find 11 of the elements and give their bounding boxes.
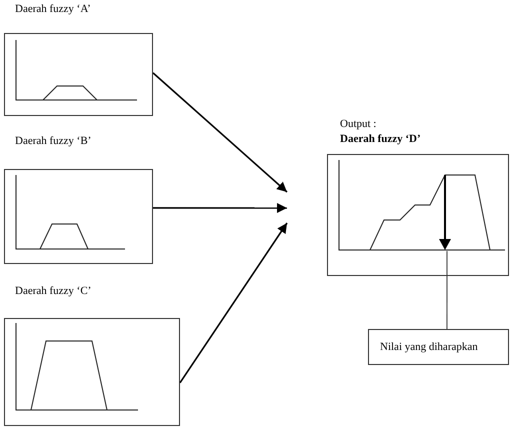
- arrow: [152, 72, 288, 193]
- arrow: [153, 203, 287, 213]
- heading-text: Daerah fuzzy ‘B’: [15, 135, 92, 148]
- heading-text: Daerah fuzzy ‘D’: [340, 133, 421, 146]
- arrow: [179, 222, 288, 384]
- result-text: Nilai yang diharapkan: [380, 341, 478, 354]
- heading-text: Daerah fuzzy ‘A’: [15, 3, 91, 16]
- leader-line: [446, 250, 448, 330]
- heading-text: Daerah fuzzy ‘C’: [15, 285, 92, 298]
- output-label: Output :: [340, 118, 376, 131]
- result-panel: [368, 329, 509, 365]
